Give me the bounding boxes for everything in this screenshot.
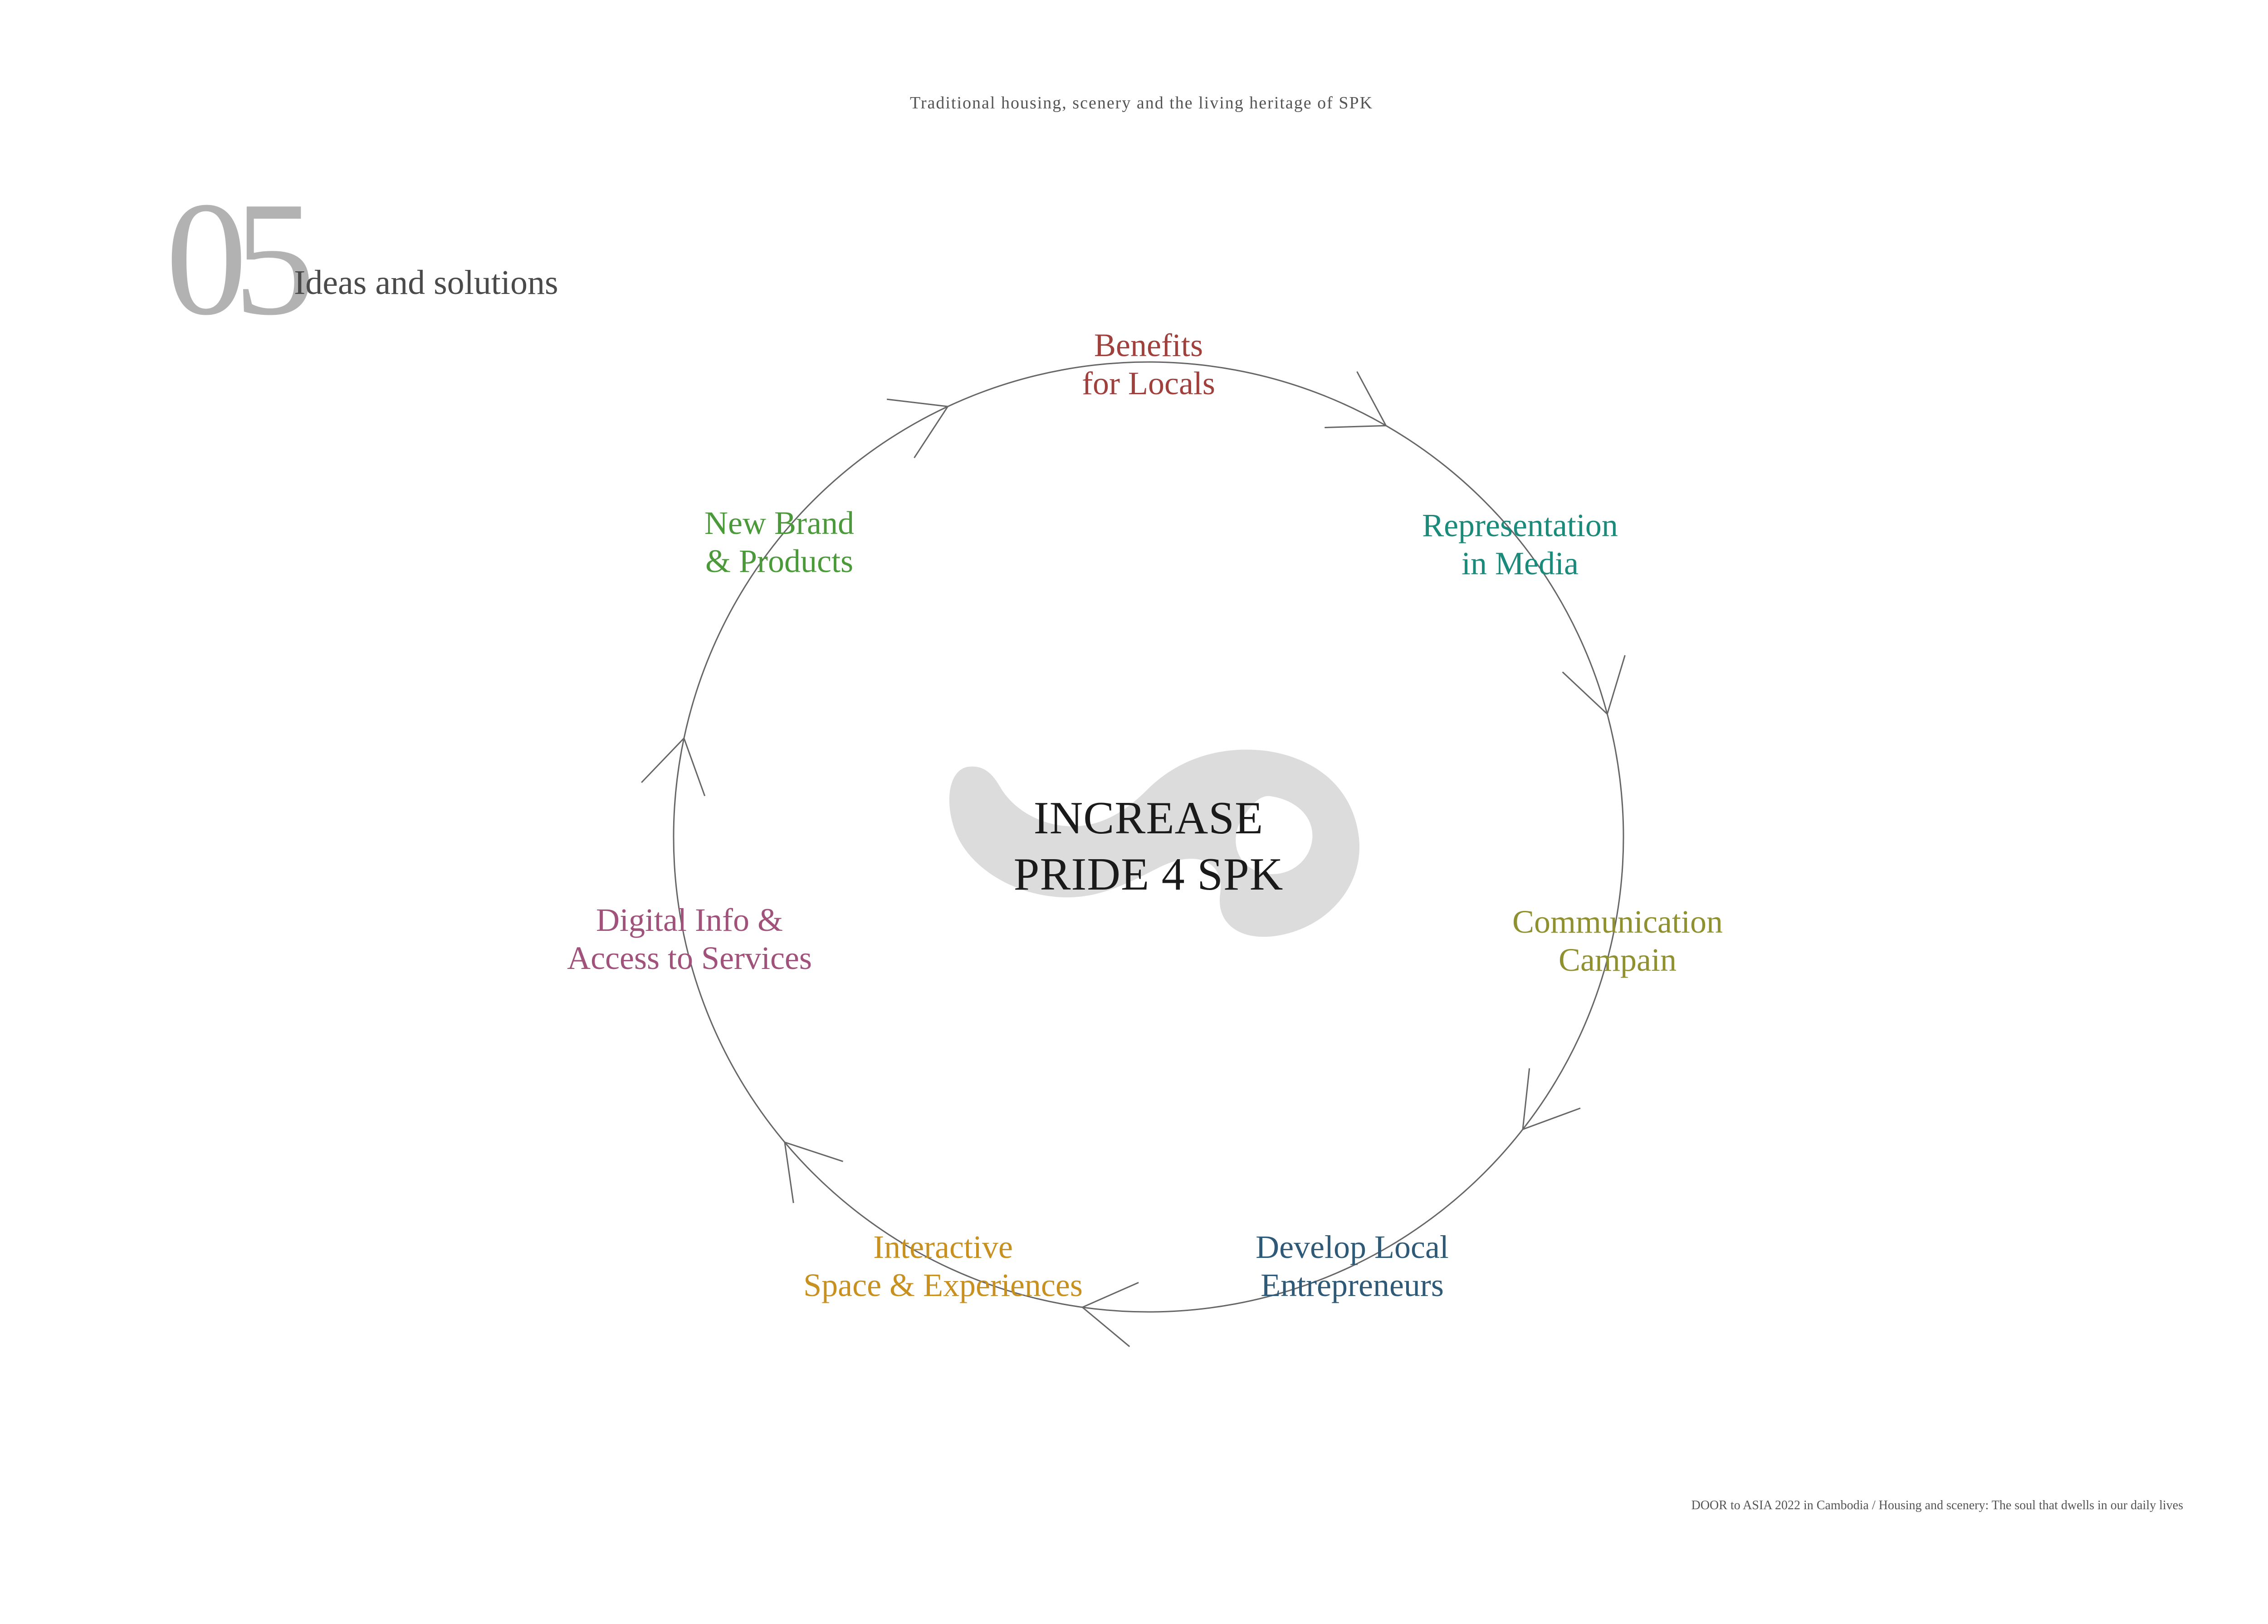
node-line2: Campain [1559, 942, 1677, 978]
central-goal-line2: PRIDE 4 SPK [1013, 849, 1284, 900]
swirl-logo [949, 749, 1360, 937]
arrow-heads [641, 371, 1626, 1347]
node-line1: Develop Local [1256, 1229, 1449, 1265]
node-line1: New Brand [704, 505, 854, 541]
page-footer: DOOR to ASIA 2022 in Cambodia / Housing … [1691, 1498, 2183, 1512]
node-line2: Space & Experiences [803, 1267, 1083, 1303]
node-communication-campain: Communication Campain [1512, 903, 1723, 979]
node-interactive-space-experiences: Interactive Space & Experiences [803, 1228, 1083, 1304]
node-line1: Benefits [1094, 327, 1203, 363]
node-line2: & Products [705, 543, 853, 579]
central-goal-line1: INCREASE [1033, 792, 1264, 844]
node-line2: Access to Services [567, 940, 812, 976]
node-line2: in Media [1461, 545, 1579, 582]
node-representation-in-media: Representation in Media [1422, 506, 1618, 582]
section-number: 05 [166, 168, 315, 349]
arrow-head-1 [1325, 371, 1387, 429]
cycle-ring [673, 361, 1624, 1313]
arrow-head-2 [1562, 655, 1626, 715]
page-header: Traditional housing, scenery and the liv… [909, 93, 1374, 113]
node-line2: Entrepreneurs [1261, 1267, 1444, 1303]
node-new-brand-products: New Brand & Products [704, 504, 854, 580]
arrow-head-5 [784, 1141, 843, 1203]
central-goal-label: INCREASE PRIDE 4 SPK [1014, 790, 1284, 903]
section-title: Ideas and solutions [294, 264, 558, 302]
node-benefits-for-locals: Benefits for Locals [1082, 326, 1215, 402]
arrow-head-4 [1081, 1282, 1139, 1347]
arrow-head-6 [641, 737, 706, 797]
node-line1: Digital Info & [596, 902, 783, 938]
node-develop-local-entrepreneurs: Develop Local Entrepreneurs [1256, 1228, 1449, 1304]
arrow-head-3 [1522, 1068, 1581, 1130]
node-digital-info-access-to-services: Digital Info & Access to Services [567, 901, 812, 977]
arrow-head-7 [886, 398, 949, 459]
node-line1: Communication [1512, 904, 1723, 940]
node-line2: for Locals [1082, 365, 1215, 401]
node-line1: Interactive [873, 1229, 1013, 1265]
node-line1: Representation [1422, 507, 1618, 543]
